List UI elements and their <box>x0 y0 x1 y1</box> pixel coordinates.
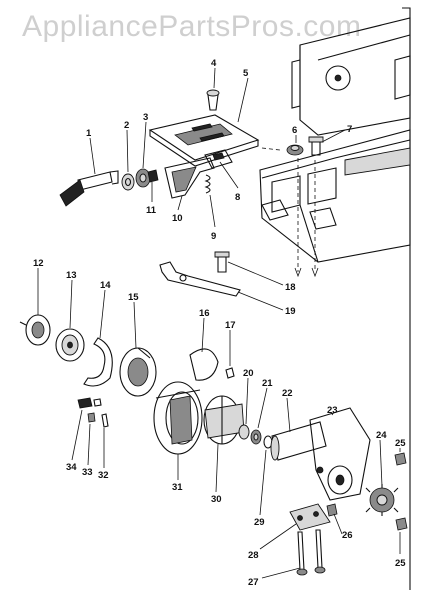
callout-18: 18 <box>285 282 296 293</box>
part-25-setscrew-bottom <box>395 517 408 531</box>
callout-10: 10 <box>172 213 183 224</box>
part-19-lever <box>159 261 241 297</box>
callout-17: 17 <box>225 320 236 331</box>
callout-25-bottom: 25 <box>395 558 406 569</box>
callout-13: 13 <box>66 270 77 281</box>
callout-29: 29 <box>254 517 265 528</box>
part-30-driver <box>203 395 245 445</box>
part-10-bracket <box>164 157 215 199</box>
part-7-screw <box>308 136 324 156</box>
callout-1: 1 <box>86 128 92 139</box>
part-22-shaft <box>270 421 327 461</box>
callout-24: 24 <box>376 430 387 441</box>
part-24-gear <box>365 484 399 516</box>
part-27-screws <box>296 529 326 576</box>
callout-34: 34 <box>66 462 77 473</box>
part-21-washer <box>250 429 262 445</box>
part-20-washer <box>238 424 250 440</box>
callout-27: 27 <box>248 577 259 588</box>
watermark-logo: AppliancePartsPros.com <box>22 10 362 43</box>
part-13-bobbin <box>55 328 85 362</box>
part-23-gear-housing <box>309 407 371 501</box>
callout-20: 20 <box>243 368 254 379</box>
part-3-spring <box>135 168 151 188</box>
callout-7: 7 <box>347 124 352 135</box>
callout-11: 11 <box>146 205 157 216</box>
part-4-screw <box>206 89 220 111</box>
callout-21: 21 <box>262 378 273 389</box>
callout-26: 26 <box>342 530 353 541</box>
callout-15: 15 <box>128 292 139 303</box>
part-1-knob <box>59 170 119 207</box>
callout-32: 32 <box>98 470 109 481</box>
callout-12: 12 <box>33 258 44 269</box>
part-16-guard <box>189 348 219 381</box>
callout-6: 6 <box>292 125 297 136</box>
part-14-retainer <box>83 337 113 387</box>
part-17-screw <box>225 367 235 379</box>
part-9-spring <box>204 174 211 194</box>
part-28-bracket <box>289 503 331 531</box>
callout-numbers: 4 5 1 2 3 6 7 8 9 10 11 18 19 12 13 14 1… <box>33 58 406 588</box>
part-11-nut <box>147 169 159 183</box>
callout-23: 23 <box>327 405 338 416</box>
callout-16: 16 <box>199 308 210 319</box>
callout-9: 9 <box>211 231 216 242</box>
machine-arm <box>291 7 411 590</box>
part-6-grommet <box>286 144 304 156</box>
part-31-shuttle-race <box>153 381 203 455</box>
callout-4: 4 <box>211 58 217 69</box>
machine-bed <box>259 129 411 263</box>
callout-30: 30 <box>211 494 222 505</box>
callout-19: 19 <box>285 306 296 317</box>
callout-33: 33 <box>82 467 93 478</box>
part-25-setscrew-top <box>394 452 407 466</box>
callout-31: 31 <box>172 482 183 493</box>
callout-2: 2 <box>124 120 129 131</box>
part-12-bobbin-case <box>19 314 51 346</box>
part-8-feed-dog <box>204 149 233 169</box>
leader-lines <box>37 67 401 579</box>
parts-32-34-fasteners <box>77 397 109 428</box>
part-5-needle-plate <box>148 114 260 167</box>
callout-5: 5 <box>243 68 249 79</box>
callout-28: 28 <box>248 550 259 561</box>
part-15-hook <box>119 347 157 397</box>
callout-25-top: 25 <box>395 438 406 449</box>
callout-14: 14 <box>100 280 111 291</box>
part-26-setscrew <box>326 503 338 517</box>
part-18-screw <box>214 251 230 273</box>
callout-22: 22 <box>282 388 293 399</box>
callout-3: 3 <box>143 112 148 123</box>
part-2-washer <box>121 173 135 191</box>
callout-8: 8 <box>235 192 240 203</box>
